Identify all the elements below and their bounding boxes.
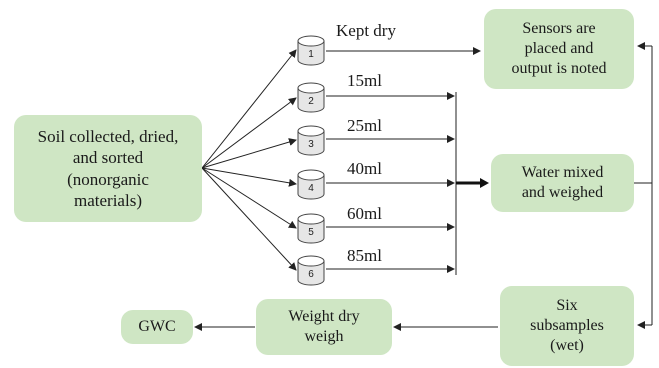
sample-label-3: 25ml — [347, 116, 382, 135]
sample-label-2: 15ml — [347, 71, 382, 90]
cylinder-number: 5 — [308, 227, 314, 238]
fan-arrow-2 — [201, 97, 297, 169]
fan-arrow-3 — [201, 138, 297, 169]
cylinder-number: 3 — [308, 139, 314, 150]
six-subsamples-box: Six subsamples (wet) — [500, 286, 634, 366]
cylinder-number: 2 — [308, 96, 314, 107]
cylinder-4: 4 — [297, 169, 325, 200]
cylinder-2: 2 — [297, 82, 325, 113]
fan-arrow-6 — [201, 167, 297, 271]
fan-arrow-5 — [201, 167, 297, 229]
cylinder-number: 1 — [308, 49, 314, 60]
cylinder-5: 5 — [297, 213, 325, 244]
cylinder-number: 4 — [308, 183, 314, 194]
sample-label-5: 60ml — [347, 204, 382, 223]
cylinder-1: 1 — [297, 35, 325, 66]
cylinder-3: 3 — [297, 125, 325, 156]
gwc-box: GWC — [121, 310, 193, 344]
sample-label-4: 40ml — [347, 159, 382, 178]
sample-label-1: Kept dry — [336, 21, 396, 40]
cylinder-6: 6 — [297, 255, 325, 286]
soil-box: Soil collected, dried, and sorted (nonor… — [14, 115, 202, 222]
weight-dry-box: Weight dry weigh — [256, 299, 392, 355]
fan-arrow-4 — [201, 167, 297, 187]
water-box: Water mixed and weighed — [491, 154, 634, 212]
sensors-box: Sensors are placed and output is noted — [484, 9, 634, 89]
sample-label-6: 85ml — [347, 246, 382, 265]
fan-arrow-1 — [201, 49, 297, 169]
cylinder-number: 6 — [308, 269, 314, 280]
